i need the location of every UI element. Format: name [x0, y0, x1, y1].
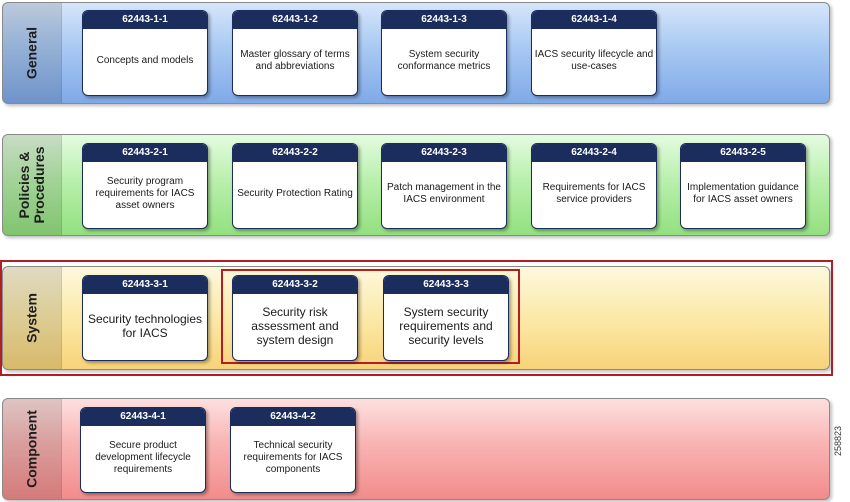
card-62443-2-3: 62443-2-3 Patch management in the IACS e…: [381, 143, 507, 229]
card-title: Security technologies for IACS: [87, 312, 203, 340]
card-id: 62443-3-3: [384, 276, 508, 294]
band-label-area: Component: [3, 399, 62, 499]
card-62443-1-4: 62443-1-4 IACS security lifecycle and us…: [531, 10, 657, 96]
card-id: 62443-1-1: [83, 11, 207, 29]
card-62443-1-2: 62443-1-2 Master glossary of terms and a…: [232, 10, 358, 96]
band-label-area: System: [3, 267, 62, 369]
band-label-general: General: [23, 26, 40, 80]
card-62443-1-3: 62443-1-3 System security conformance me…: [381, 10, 507, 96]
card-62443-3-3: 62443-3-3 System security requirements a…: [383, 275, 509, 361]
card-62443-2-5: 62443-2-5 Implementation guidance for IA…: [680, 143, 806, 229]
card-62443-1-1: 62443-1-1 Concepts and models: [82, 10, 208, 96]
card-title: System security conformance metrics: [397, 49, 491, 72]
card-title: Technical security requirements for IACS…: [243, 440, 343, 475]
card-id: 62443-2-2: [233, 144, 357, 162]
card-62443-2-2: 62443-2-2 Security Protection Rating: [232, 143, 358, 229]
card-title: Patch management in the IACS environment: [387, 182, 501, 205]
system-highlight-frame: [0, 260, 833, 376]
band-label-component: Component: [23, 410, 40, 488]
card-title: Secure product development lifecycle req…: [95, 440, 191, 475]
card-62443-4-1: 62443-4-1 Secure product development lif…: [80, 407, 206, 493]
card-62443-2-1: 62443-2-1 Security program requirements …: [82, 143, 208, 229]
card-62443-3-2: 62443-3-2 Security risk assessment and s…: [232, 275, 358, 361]
band-label-area: General: [3, 3, 62, 103]
card-62443-2-4: 62443-2-4 Requirements for IACS service …: [531, 143, 657, 229]
card-title: Concepts and models: [96, 55, 194, 66]
card-id: 62443-2-3: [382, 144, 506, 162]
card-id: 62443-4-1: [81, 408, 205, 426]
card-id: 62443-1-4: [532, 11, 656, 29]
card-id: 62443-1-3: [382, 11, 506, 29]
card-title: Security risk assessment and system desi…: [251, 305, 339, 347]
card-title: Security Protection Rating: [237, 188, 353, 199]
card-title: IACS security lifecycle and use-cases: [534, 49, 654, 72]
card-id: 62443-4-2: [231, 408, 355, 426]
figure-id: 258823: [833, 425, 843, 456]
card-title: Security program requirements for IACS a…: [95, 176, 195, 211]
card-62443-3-1: 62443-3-1 Security technologies for IACS: [82, 275, 208, 361]
card-title: Requirements for IACS service providers: [542, 182, 646, 205]
card-62443-4-2: 62443-4-2 Technical security requirement…: [230, 407, 356, 493]
card-id: 62443-2-5: [681, 144, 805, 162]
card-id: 62443-3-1: [83, 276, 207, 294]
card-title: Implementation guidance for IACS asset o…: [687, 182, 799, 205]
card-id: 62443-2-4: [532, 144, 656, 162]
card-id: 62443-3-2: [233, 276, 357, 294]
card-title: System security requirements and securit…: [399, 305, 493, 347]
system-design-highlight-frame: [221, 269, 520, 364]
band-label-area: Policies & Procedures: [3, 135, 62, 235]
card-title: Master glossary of terms and abbreviatio…: [240, 49, 350, 72]
card-id: 62443-1-2: [233, 11, 357, 29]
band-label-policies-procedures: Policies & Procedures: [16, 146, 47, 224]
card-id: 62443-2-1: [83, 144, 207, 162]
